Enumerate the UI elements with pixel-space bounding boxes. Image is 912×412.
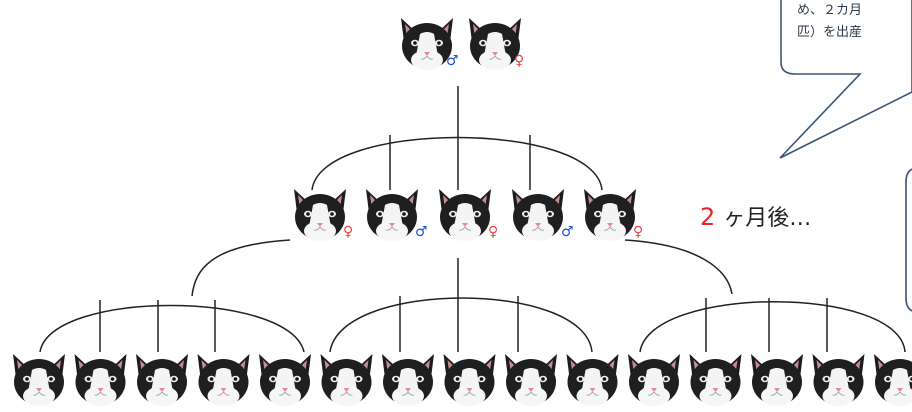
- cat-face-grandchild-12: [689, 353, 742, 407]
- sex-symbol-child-5: ♀: [633, 224, 644, 240]
- cat-face-child-1: [293, 188, 347, 242]
- sex-symbol-child-2: ♂: [415, 224, 428, 240]
- connector-family-2-arc: [329, 297, 593, 353]
- callout-bubble-right: [905, 167, 912, 313]
- connector-family-1-arc: [39, 304, 305, 353]
- cat-face-grandchild-4: [197, 353, 250, 407]
- connector-parents-arc: [311, 136, 603, 191]
- callout-bubble-top: [779, 0, 912, 159]
- cat-face-grandchild-2: [74, 353, 127, 407]
- time-caption: 2 ヶ月後…: [700, 200, 811, 232]
- cat-face-grandchild-3: [135, 353, 189, 407]
- cat-face-child-2: [365, 188, 419, 242]
- caption-number: 2: [700, 203, 716, 231]
- cat-face-grandchild-6: [320, 353, 373, 407]
- cat-face-child-5: [583, 188, 637, 242]
- cat-face-child-3: [438, 188, 492, 242]
- connector-child-1-drop: [191, 239, 291, 297]
- cat-face-grandchild-1: [12, 353, 66, 407]
- sex-symbol-child-3: ♀: [488, 224, 499, 240]
- cat-face-grandchild-15: [873, 353, 912, 407]
- cat-face-grandchild-7: [381, 353, 435, 407]
- callout-top-line2: 匹）を出産: [797, 25, 863, 40]
- tree-connectors: [39, 86, 906, 353]
- cat-face-child-4: [511, 188, 565, 242]
- sex-symbol-parent-1: ♂: [446, 53, 459, 69]
- cat-face-grandchild-8: [443, 353, 496, 407]
- cat-face-grandchild-5: [258, 353, 312, 407]
- cat-face-grandchild-14: [812, 353, 865, 407]
- callout-top-text: め、２カ月 匹）を出産: [797, 0, 912, 44]
- connector-child-5-drop: [624, 239, 733, 295]
- connector-family-3-arc: [639, 301, 906, 353]
- cat-face-grandchild-13: [750, 353, 804, 407]
- cat-face-grandchild-11: [627, 353, 681, 407]
- sex-symbol-child-1: ♀: [343, 224, 354, 240]
- cat-face-grandchild-10: [566, 353, 619, 407]
- sex-symbol-parent-2: ♀: [514, 53, 525, 69]
- callout-top-line1: め、２カ月: [797, 3, 863, 18]
- sex-symbol-child-4: ♂: [561, 224, 574, 240]
- cat-face-grandchild-9: [504, 353, 558, 407]
- caption-text: ヶ月後…: [723, 206, 812, 231]
